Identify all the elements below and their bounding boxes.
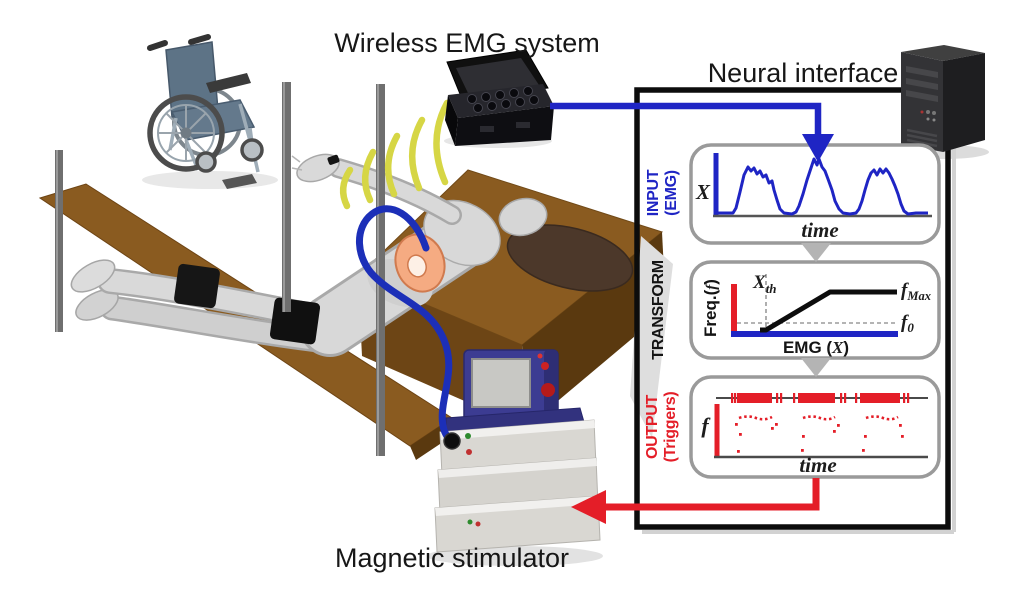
output-y-axis-label: f [701, 413, 711, 438]
red-arrowhead [571, 490, 606, 524]
output-x-axis-label: time [799, 453, 836, 477]
input-side-label: INPUT [645, 169, 662, 216]
threshold-label: Xth [752, 272, 777, 296]
control-unit-screen [471, 358, 531, 408]
frequency-dot-rows [738, 415, 899, 421]
blue-arrowhead [802, 134, 834, 162]
output-side-label: OUTPUT [644, 394, 661, 459]
support-poles [55, 82, 385, 456]
trigger-output-connection [571, 478, 820, 524]
box-shadow [630, 236, 673, 438]
neural-interface-title: Neural interface [708, 58, 899, 88]
panel-flow-arrow-2 [801, 358, 831, 377]
emg-case [445, 49, 554, 146]
transform-x-axis-label: EMG (X) [783, 338, 849, 357]
panel-flow-arrow-1 [801, 243, 831, 262]
transform-y-axis-label: Freq.(f) [701, 279, 720, 337]
magnetic-stimulator [434, 349, 601, 553]
transfer-function-line [760, 289, 897, 333]
emg-signal-trace [718, 157, 928, 216]
leg-cuff-lower [174, 263, 220, 309]
frequency-scatter-dots [735, 423, 904, 453]
stimulation-coil [394, 233, 446, 293]
output-panel: OUTPUT (Triggers) f time [644, 375, 941, 479]
input-side-label2: (EMG) [663, 170, 680, 216]
input-x-axis-label: time [801, 218, 838, 242]
magnetic-stimulator-title: Magnetic stimulator [335, 543, 569, 573]
input-y-axis-label: X [695, 180, 711, 204]
cable-connector [443, 432, 461, 450]
wireless-emg-title: Wireless EMG system [334, 28, 600, 58]
wheelchair [147, 34, 264, 189]
fmax-label: fMax [901, 280, 931, 303]
patient-head [498, 197, 548, 237]
wireless-waves-icon [339, 99, 451, 210]
transform-panel: TRANSFORM Freq.(f) Xth fMax f0 EMG (X) [650, 260, 941, 360]
transform-side-label: TRANSFORM [650, 260, 667, 360]
head-pillow [506, 224, 634, 292]
coil-cable [356, 205, 461, 450]
neural-interface-box [634, 87, 956, 534]
computer-tower [901, 45, 985, 152]
leg-cuff-upper [269, 297, 321, 345]
input-panel: INPUT (EMG) X time [645, 143, 941, 245]
emg-wrist-sensor [327, 154, 340, 165]
f0-label: f0 [901, 312, 914, 335]
trigger-pulse-bursts [731, 393, 910, 403]
emg-input-connection [550, 102, 834, 162]
output-side-label2: (Triggers) [662, 392, 679, 463]
